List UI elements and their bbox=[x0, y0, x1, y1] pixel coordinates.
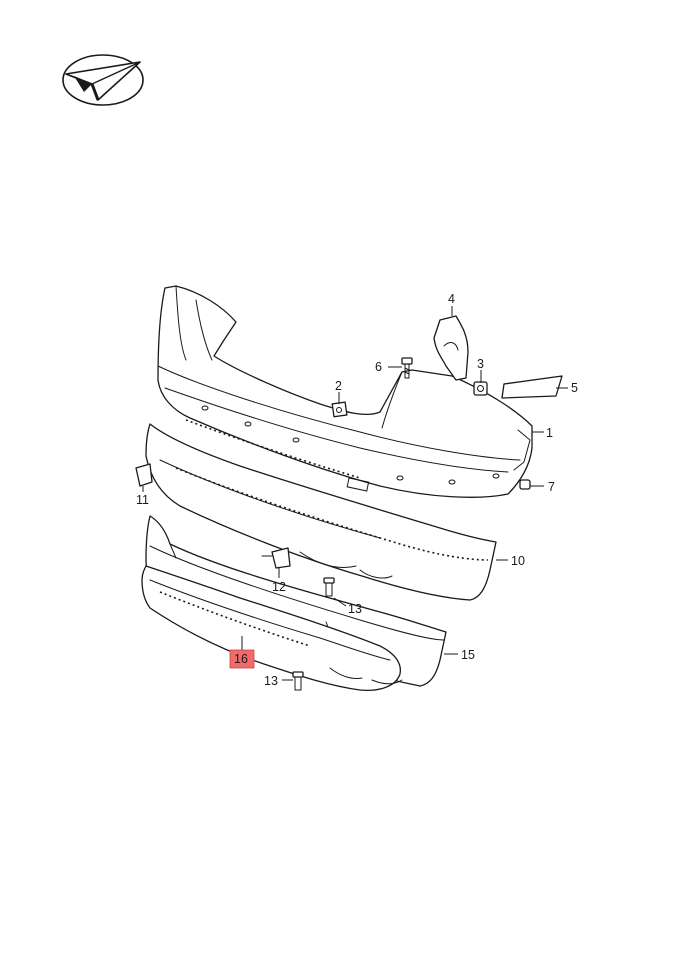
bolt-part-13-upper bbox=[323, 577, 335, 597]
leader-lines bbox=[142, 306, 568, 681]
reflector-part-5 bbox=[501, 375, 563, 399]
callout-15[interactable]: 15 bbox=[461, 648, 475, 662]
callout-1[interactable]: 1 bbox=[546, 426, 553, 440]
callout-labels: 1 2 3 4 5 6 7 10 11 12 13 13 15 16 bbox=[136, 292, 578, 688]
callout-5[interactable]: 5 bbox=[571, 381, 578, 395]
screw-part-6 bbox=[401, 357, 413, 379]
bumper-lower-section-part bbox=[145, 419, 497, 601]
nut-part-3 bbox=[473, 381, 488, 396]
callout-6[interactable]: 6 bbox=[375, 360, 382, 374]
clip-part-12 bbox=[261, 547, 291, 569]
callout-3[interactable]: 3 bbox=[477, 357, 484, 371]
highlight-box bbox=[229, 649, 255, 669]
bolt-part-13-lower bbox=[292, 671, 304, 691]
plug-part-7 bbox=[519, 479, 531, 490]
callout-11[interactable]: 11 bbox=[136, 493, 149, 507]
callout-13-lower[interactable]: 13 bbox=[264, 674, 278, 688]
callout-13-upper[interactable]: 13 bbox=[348, 602, 362, 616]
diffuser-part bbox=[141, 565, 403, 692]
callout-12[interactable]: 12 bbox=[272, 580, 286, 594]
bumper-cover-part bbox=[157, 285, 533, 498]
callout-16[interactable]: 16 bbox=[234, 652, 248, 666]
clip-part-11 bbox=[135, 463, 153, 487]
clip-part-2 bbox=[331, 401, 348, 418]
callout-2[interactable]: 2 bbox=[335, 379, 342, 393]
callout-10[interactable]: 10 bbox=[511, 554, 525, 568]
callout-4[interactable]: 4 bbox=[448, 292, 455, 306]
paper-plane-logo-icon bbox=[62, 54, 144, 106]
callout-7[interactable]: 7 bbox=[548, 480, 555, 494]
bracket-part-4 bbox=[433, 315, 469, 381]
